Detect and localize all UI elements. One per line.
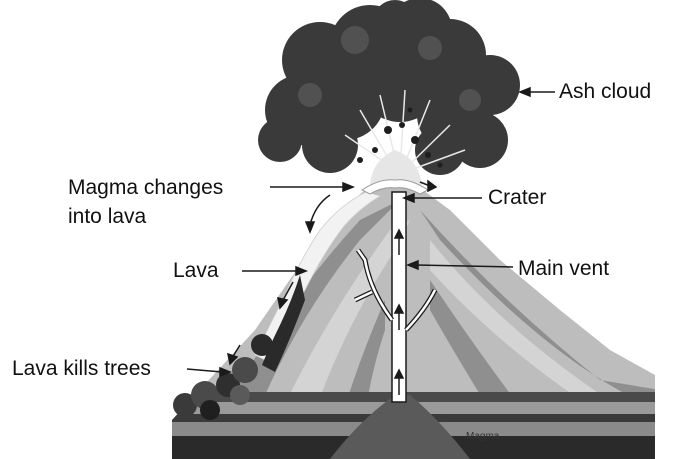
label-lava: Lava (173, 259, 219, 283)
label-main-vent: Main vent (518, 257, 609, 281)
ash-cloud (258, 0, 520, 175)
label-magma: Magma (466, 431, 499, 443)
label-lava-kills-trees: Lava kills trees (12, 357, 151, 381)
label-crater: Crater (488, 186, 546, 210)
label-into-lava: into lava (68, 205, 146, 229)
label-ash-cloud: Ash cloud (559, 80, 651, 104)
label-magma-changes: Magma changes (68, 176, 223, 200)
